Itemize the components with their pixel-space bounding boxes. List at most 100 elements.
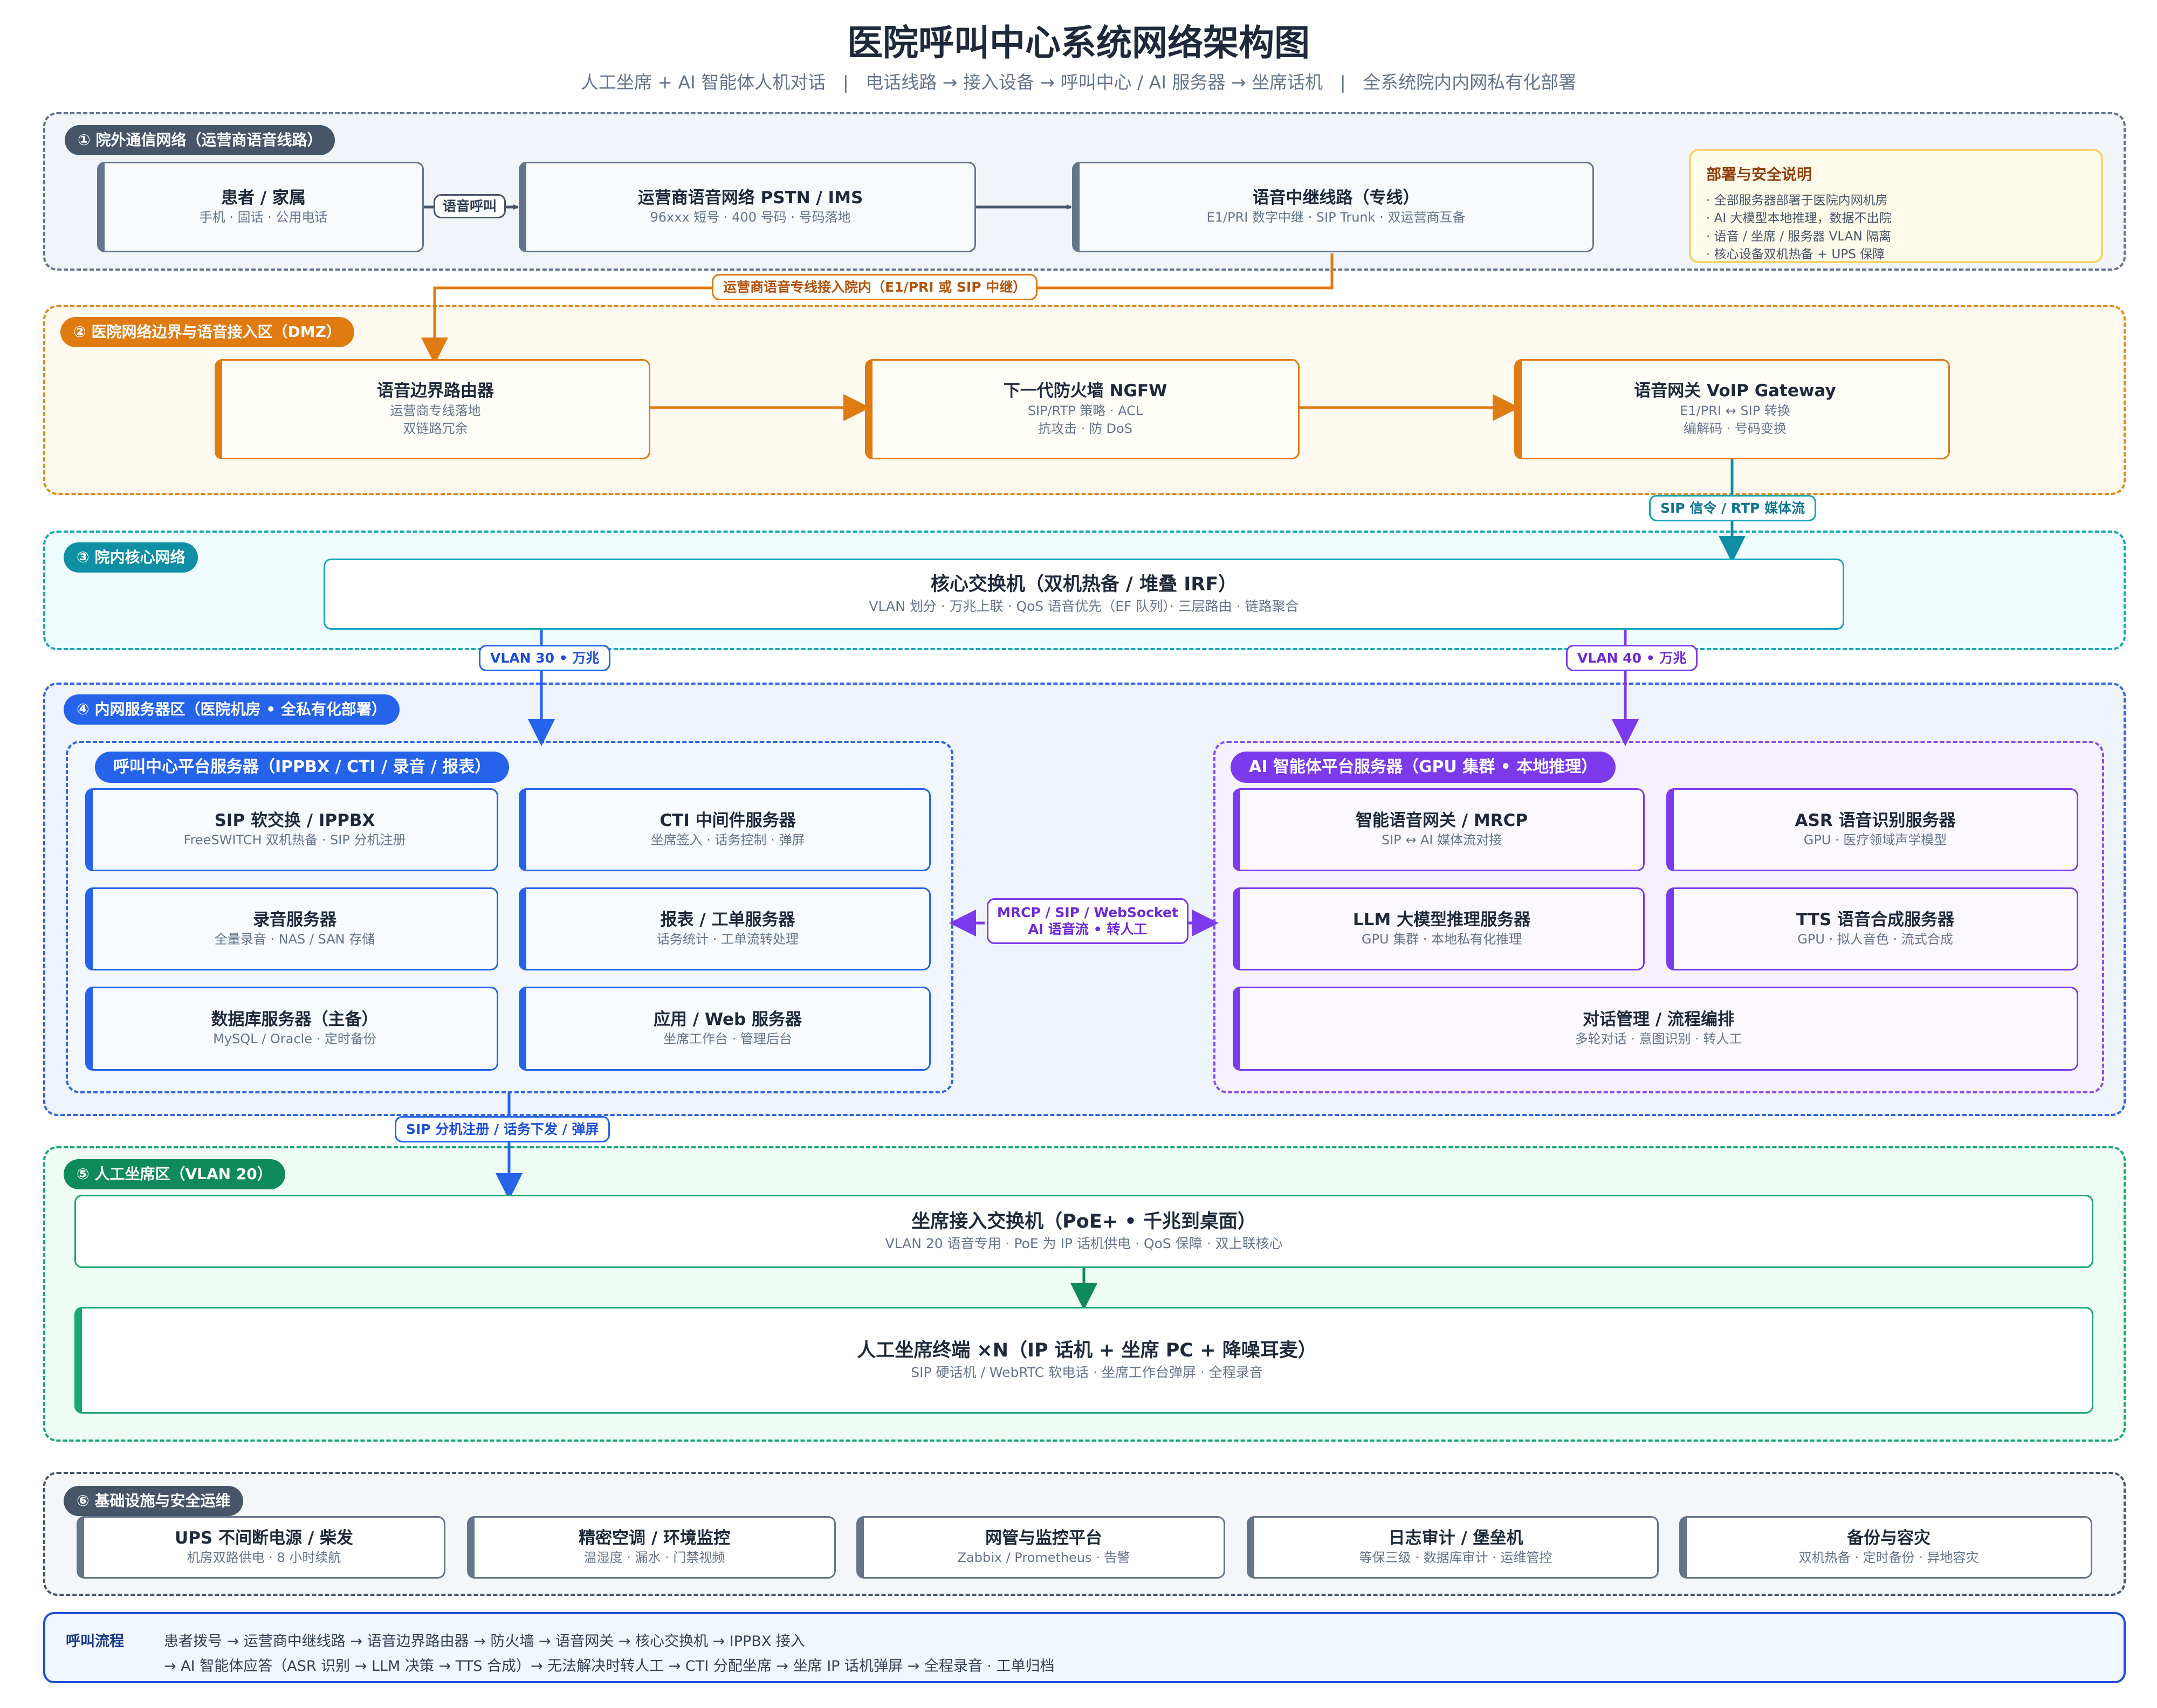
- hvac-sub: 温湿度 · 漏水 · 门禁视频: [583, 1550, 725, 1566]
- pstn-node[interactable]: 运营商语音网络 PSTN / IMS 96xxx 短号 · 400 号码 · 号…: [519, 162, 976, 252]
- note-line: · 语音 / 坐席 / 服务器 VLAN 隔离: [1706, 229, 1892, 244]
- report-sub: 话务统计 · 工单流转处理: [657, 932, 799, 947]
- firewall-title: 下一代防火墙 NGFW: [1003, 381, 1167, 401]
- router-title: 语音边界路由器: [377, 381, 494, 401]
- asr-server[interactable]: ASR 语音识别服务器 GPU · 医疗领域声学模型: [1666, 788, 2078, 871]
- pstn-sub: 96xxx 短号 · 400 号码 · 号码落地: [650, 210, 851, 225]
- dialog-title: 对话管理 / 流程编排: [1583, 1010, 1734, 1030]
- call-flow-label: 呼叫流程: [66, 1633, 124, 1650]
- nms-node[interactable]: 网管与监控平台 Zabbix / Prometheus · 告警: [856, 1516, 1225, 1579]
- report-server[interactable]: 报表 / 工单服务器 话务统计 · 工单流转处理: [519, 887, 931, 970]
- ai-servers-tag: AI 智能体平台服务器（GPU 集群 • 本地推理）: [1231, 752, 1616, 783]
- ups-title: UPS 不间断电源 / 柴发: [175, 1528, 353, 1548]
- mrcp-link-label: MRCP / SIP / WebSocket AI 语音流 • 转人工: [987, 898, 1189, 944]
- callcenter-servers-tag: 呼叫中心平台服务器（IPPBX / CTI / 录音 / 报表）: [95, 752, 510, 783]
- ups-node[interactable]: UPS 不间断电源 / 柴发 机房双路供电 · 8 小时续航: [77, 1516, 445, 1579]
- patient-node[interactable]: 患者 / 家属 手机 · 固话 · 公用电话: [97, 162, 424, 252]
- gateway-sub1: E1/PRI ↔ SIP 转换: [1680, 403, 1790, 418]
- border-router-node[interactable]: 语音边界路由器 运营商专线落地 双链路冗余: [215, 359, 650, 459]
- tts-server[interactable]: TTS 语音合成服务器 GPU · 拟人音色 · 流式合成: [1666, 887, 2078, 970]
- ups-sub: 机房双路供电 · 8 小时续航: [187, 1550, 341, 1566]
- zone2-tag: ② 医院网络边界与语音接入区（DMZ）: [60, 317, 354, 347]
- firewall-sub2: 抗攻击 · 防 DoS: [1038, 421, 1132, 437]
- router-sub2: 双链路冗余: [403, 421, 468, 437]
- audit-sub: 等保三级 · 数据库审计 · 运维管控: [1359, 1550, 1553, 1566]
- tts-sub: GPU · 拟人音色 · 流式合成: [1797, 932, 1953, 947]
- backup-node[interactable]: 备份与容灾 双机热备 · 定时备份 · 异地容灾: [1679, 1516, 2092, 1579]
- patient-sub: 手机 · 固话 · 公用电话: [199, 210, 328, 225]
- zone1-tag: ① 院外通信网络（运营商语音线路）: [65, 125, 335, 155]
- core-sub: VLAN 划分 · 万兆上联 · QoS 语音优先（EF 队列）· 三层路由 ·…: [869, 598, 1299, 615]
- hvac-title: 精密空调 / 环境监控: [579, 1528, 730, 1548]
- firewall-node[interactable]: 下一代防火墙 NGFW SIP/RTP 策略 · ACL 抗攻击 · 防 DoS: [865, 359, 1300, 459]
- backup-sub: 双机热备 · 定时备份 · 异地容灾: [1798, 1550, 1979, 1566]
- agent-terminal-node[interactable]: 人工坐席终端 ×N（IP 话机 + 坐席 PC + 降噪耳麦） SIP 硬话机 …: [74, 1307, 2093, 1414]
- dialog-manager-server[interactable]: 对话管理 / 流程编排 多轮对话 · 意图识别 · 转人工: [1233, 987, 2078, 1071]
- dialog-sub: 多轮对话 · 意图识别 · 转人工: [1575, 1031, 1742, 1047]
- asr-title: ASR 语音识别服务器: [1795, 811, 1956, 831]
- ippbx-sub: FreeSWITCH 双机热备 · SIP 分机注册: [183, 832, 406, 848]
- gateway-sub2: 编解码 · 号码变换: [1684, 421, 1787, 437]
- zone3-tag: ③ 院内核心网络: [64, 542, 198, 573]
- note-line: · 全部服务器部署于医院内网机房: [1706, 194, 1888, 208]
- database-title: 数据库服务器（主备）: [211, 1010, 379, 1030]
- recording-sub: 全量录音 · NAS / SAN 存储: [214, 932, 375, 947]
- web-title: 应用 / Web 服务器: [653, 1010, 802, 1030]
- nms-title: 网管与监控平台: [985, 1528, 1102, 1548]
- web-server[interactable]: 应用 / Web 服务器 坐席工作台 · 管理后台: [519, 987, 931, 1071]
- mrcp-title: 智能语音网关 / MRCP: [1355, 811, 1528, 831]
- mrcp-link-line1: MRCP / SIP / WebSocket: [997, 905, 1178, 920]
- note-title: 部署与安全说明: [1706, 166, 1812, 183]
- audit-node[interactable]: 日志审计 / 堡垒机 等保三级 · 数据库审计 · 运维管控: [1247, 1516, 1659, 1579]
- backup-title: 备份与容灾: [1847, 1528, 1931, 1548]
- core-title: 核心交换机（双机热备 / 堆叠 IRF）: [930, 573, 1238, 595]
- page-subtitle: 人工坐席 + AI 智能体人机对话 | 电话线路 → 接入设备 → 呼叫中心 /…: [580, 72, 1577, 93]
- zone5-tag: ⑤ 人工坐席区（VLAN 20）: [64, 1159, 285, 1189]
- note-line: · AI 大模型本地推理，数据不出院: [1706, 211, 1892, 226]
- deployment-note: 部署与安全说明 · 全部服务器部署于医院内网机房 · AI 大模型本地推理，数据…: [1689, 149, 2103, 263]
- web-sub: 坐席工作台 · 管理后台: [663, 1031, 792, 1047]
- sip-reg-label: SIP 分机注册 / 话务下发 / 弹屏: [395, 1116, 610, 1143]
- cti-sub: 坐席签入 · 话务控制 · 弹屏: [650, 832, 805, 848]
- mrcp-link-line2: AI 语音流 • 转人工: [1028, 921, 1148, 938]
- call-flow-line1: 患者拨号 → 运营商中继线路 → 语音边界路由器 → 防火墙 → 语音网关 → …: [164, 1633, 805, 1650]
- arrow-trunk-to-router: [421, 253, 1334, 364]
- nms-sub: Zabbix / Prometheus · 告警: [957, 1550, 1130, 1566]
- cti-server[interactable]: CTI 中间件服务器 坐席签入 · 话务控制 · 弹屏: [519, 788, 931, 871]
- switch-sub: VLAN 20 语音专用 · PoE 为 IP 话机供电 · QoS 保障 · …: [885, 1236, 1283, 1252]
- llm-server[interactable]: LLM 大模型推理服务器 GPU 集群 · 本地私有化推理: [1233, 887, 1645, 970]
- tts-title: TTS 语音合成服务器: [1796, 910, 1955, 930]
- trunk-sub: E1/PRI 数字中继 · SIP Trunk · 双运营商互备: [1206, 210, 1466, 225]
- note-line: · 核心设备双机热备 + UPS 保障: [1706, 247, 1885, 262]
- terminal-sub: SIP 硬话机 / WebRTC 软电话 · 坐席工作台弹屏 · 全程录音: [911, 1365, 1263, 1381]
- trunk-node[interactable]: 语音中继线路（专线） E1/PRI 数字中继 · SIP Trunk · 双运营…: [1072, 162, 1594, 252]
- firewall-sub1: SIP/RTP 策略 · ACL: [1027, 403, 1143, 418]
- recording-title: 录音服务器: [253, 910, 336, 930]
- trunk-in-label: 运营商语音专线接入院内（E1/PRI 或 SIP 中继）: [712, 274, 1038, 301]
- hvac-node[interactable]: 精密空调 / 环境监控 温湿度 · 漏水 · 门禁视频: [467, 1516, 836, 1579]
- patient-title: 患者 / 家属: [221, 188, 306, 208]
- core-switch-node[interactable]: 核心交换机（双机热备 / 堆叠 IRF） VLAN 划分 · 万兆上联 · Qo…: [324, 559, 1844, 630]
- terminal-title: 人工坐席终端 ×N（IP 话机 + 坐席 PC + 降噪耳麦）: [857, 1339, 1317, 1361]
- recording-server[interactable]: 录音服务器 全量录音 · NAS / SAN 存储: [85, 887, 498, 970]
- router-sub1: 运营商专线落地: [390, 403, 481, 418]
- database-sub: MySQL / Oracle · 定时备份: [213, 1031, 376, 1047]
- agent-switch-node[interactable]: 坐席接入交换机（PoE+ • 千兆到桌面） VLAN 20 语音专用 · PoE…: [74, 1195, 2093, 1268]
- voice-call-label: 语音呼叫: [434, 194, 506, 219]
- report-title: 报表 / 工单服务器: [660, 910, 795, 930]
- database-server[interactable]: 数据库服务器（主备） MySQL / Oracle · 定时备份: [85, 987, 498, 1071]
- ippbx-server[interactable]: SIP 软交换 / IPPBX FreeSWITCH 双机热备 · SIP 分机…: [85, 788, 498, 871]
- call-flow-line2: → AI 智能体应答（ASR 识别 → LLM 决策 → TTS 合成）→ 无法…: [164, 1658, 1055, 1675]
- gateway-title: 语音网关 VoIP Gateway: [1634, 381, 1836, 401]
- zone6-tag: ⑥ 基础设施与安全运维: [64, 1486, 244, 1516]
- mrcp-sub: SIP ↔ AI 媒体流对接: [1381, 832, 1502, 848]
- call-flow-panel: 呼叫流程 患者拨号 → 运营商中继线路 → 语音边界路由器 → 防火墙 → 语音…: [43, 1612, 2126, 1683]
- ippbx-title: SIP 软交换 / IPPBX: [214, 811, 375, 831]
- pstn-title: 运营商语音网络 PSTN / IMS: [637, 188, 863, 208]
- vlan40-label: VLAN 40 • 万兆: [1566, 645, 1698, 672]
- mrcp-gateway-server[interactable]: 智能语音网关 / MRCP SIP ↔ AI 媒体流对接: [1233, 788, 1645, 871]
- zone4-tag: ④ 内网服务器区（医院机房 • 全私有化部署）: [64, 694, 400, 725]
- voip-gateway-node[interactable]: 语音网关 VoIP Gateway E1/PRI ↔ SIP 转换 编解码 · …: [1514, 359, 1950, 459]
- page-title: 医院呼叫中心系统网络架构图: [847, 22, 1310, 64]
- vlan30-label: VLAN 30 • 万兆: [479, 645, 611, 672]
